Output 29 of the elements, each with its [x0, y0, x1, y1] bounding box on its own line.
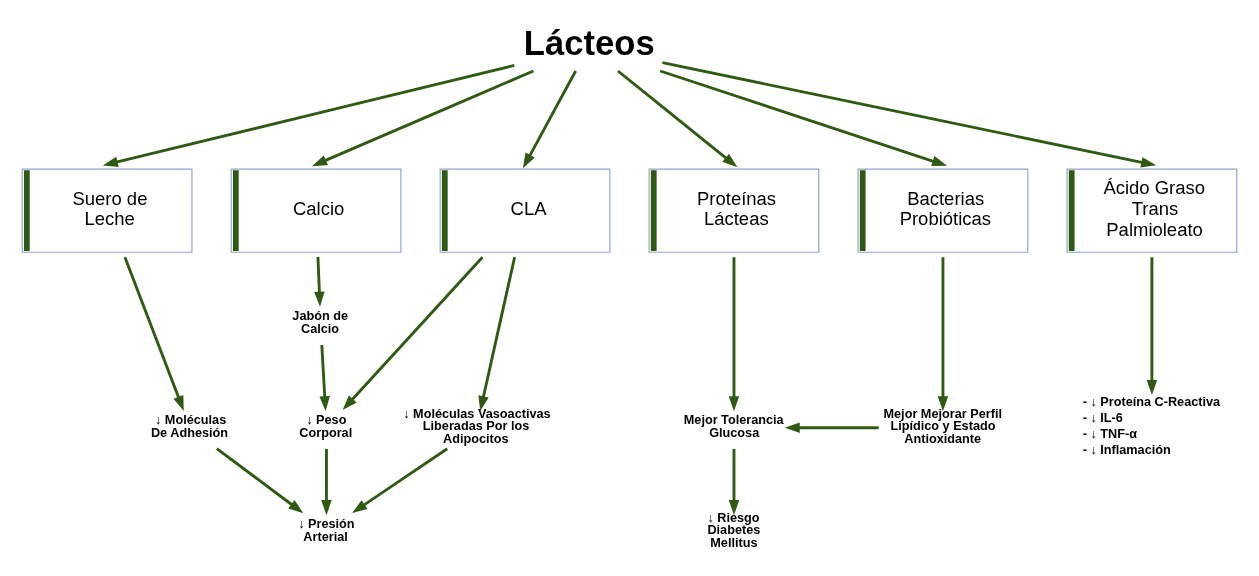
- arrow: [617, 69, 738, 168]
- arrow: [784, 422, 879, 433]
- arrow: [314, 256, 325, 307]
- arrow: [522, 70, 577, 169]
- arrow: [319, 344, 330, 412]
- node-text: ↓ Moléculas Vasoactivas Liberadas Por los Adipocitos: [403, 406, 551, 447]
- arrow: [478, 256, 517, 412]
- arrow: [102, 63, 515, 168]
- node-text: ↓ Riesgo Diabetes Mellitus: [707, 510, 761, 550]
- node-text: Mejor Mejorar Perfil Lipídico y Estado Antioxidante: [883, 406, 1002, 447]
- arrow: [662, 61, 1157, 168]
- arrow: [215, 447, 304, 514]
- arrow: [659, 69, 948, 167]
- node-text: ↓ Moléculas De Adhesión: [150, 413, 229, 440]
- node-text: - ↓ Proteína C-Reactiva - ↓ IL-6 - ↓ TNF-α - ↓ Inflamación: [1082, 394, 1221, 458]
- node-text: ↓ Peso Corporal: [299, 413, 353, 440]
- arrow: [342, 256, 484, 411]
- arrow: [321, 448, 332, 516]
- node-text: ↓ Presión Arterial: [298, 516, 355, 544]
- node-text: Mejor Tolerancia Glucosa: [683, 413, 784, 440]
- arrow: [352, 447, 449, 514]
- arrow: [312, 69, 534, 167]
- node-text: Jabón de Calcio: [292, 309, 349, 336]
- node-text: Lácteos: [523, 23, 655, 62]
- arrow: [1146, 257, 1158, 395]
- arrow: [728, 257, 740, 412]
- arrow: [728, 448, 740, 516]
- arrow: [123, 256, 184, 411]
- arrow: [937, 257, 949, 412]
